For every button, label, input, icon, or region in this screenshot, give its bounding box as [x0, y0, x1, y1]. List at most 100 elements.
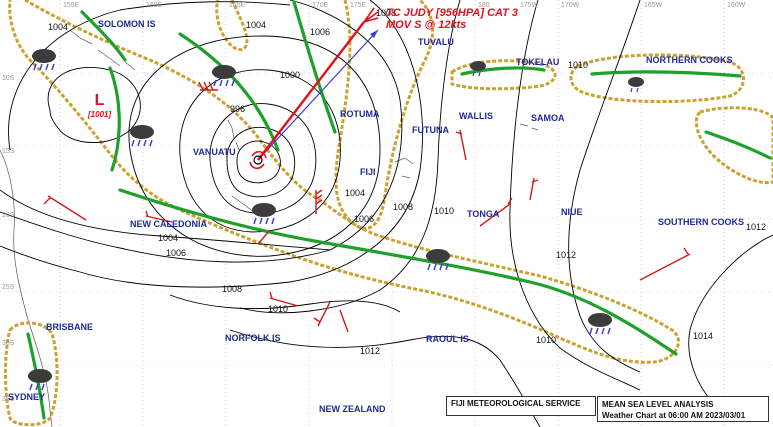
grid-label-lat: 20S — [2, 212, 15, 219]
cyclone-label: TC JUDY [956HPA] CAT 3 MOV S @ 12kts — [386, 7, 518, 31]
isobar-label: 1008 — [393, 202, 414, 212]
place-label: NORFOLK IS — [225, 333, 281, 343]
place-label: WALLIS — [459, 111, 493, 121]
isobar-1010-east — [509, 0, 641, 391]
isobar-label: 1008 — [376, 8, 397, 18]
wind-barb — [313, 301, 331, 327]
isobar-label: 1006 — [166, 248, 187, 258]
wind-barb — [455, 129, 467, 161]
isobar-1010-southwest — [169, 294, 401, 313]
cyclone-name-pressure: TC JUDY [956HPA] CAT 3 — [386, 7, 519, 19]
thunderstorm-icon — [252, 203, 276, 225]
isobar-label: 1012 — [360, 346, 381, 356]
grid-label-lat: 25S — [2, 284, 15, 291]
place-label: SOLOMON IS — [98, 19, 156, 29]
footer-title-line1: MEAN SEA LEVEL ANALYSIS — [602, 400, 714, 409]
isobar-label: 1000 — [280, 70, 301, 80]
isobar-label: 1008 — [222, 284, 243, 294]
place-label: VANUATU — [193, 147, 236, 157]
wind-barb — [339, 309, 349, 333]
wind-barb — [43, 195, 87, 221]
wind-barb — [639, 247, 691, 281]
footer-service: FIJI METEOROLOGICAL SERVICE — [451, 399, 581, 408]
isobar-1000-outer — [209, 103, 317, 214]
isobar-label: 1014 — [693, 331, 714, 341]
trough-west — [108, 66, 121, 172]
convection-areas — [4, 0, 773, 427]
isobar-label: 1004 — [48, 22, 69, 32]
footer-title-line2: Weather Chart at 06:00 AM 2023/03/01 — [602, 411, 746, 420]
wind-barbs — [43, 81, 691, 333]
isobar-1012-east — [568, 0, 641, 373]
isobar-1010-north — [239, 0, 461, 314]
place-label: ROTUMA — [340, 109, 380, 119]
grid-label-lon: 170W — [561, 2, 580, 9]
grid-label-lon: 175W — [520, 2, 539, 9]
trough-northwest — [80, 10, 127, 62]
thunderstorm-icon — [426, 249, 450, 271]
grid-label-lon: 170E — [312, 2, 329, 9]
thunderstorm-icon — [588, 313, 612, 335]
thunderstorm-icon — [212, 65, 236, 87]
place-label: SYDNEY — [8, 392, 46, 402]
wind-barb — [315, 189, 323, 214]
isobar-1000-inner — [226, 126, 296, 198]
wind-barb — [198, 81, 218, 91]
isobar-1008 — [0, 0, 423, 288]
isobar-1012-south — [229, 329, 541, 427]
convection-sydney — [4, 321, 59, 427]
place-label: NIUE — [561, 207, 583, 217]
low-pressure-marker: L [1001] — [88, 92, 111, 119]
wind-barb — [145, 210, 173, 223]
vanuatu-islands — [227, 119, 240, 151]
trough-northern-cooks — [590, 70, 742, 78]
place-label: FUTUNA — [412, 125, 449, 135]
wind-barb — [269, 291, 299, 307]
isobar-label: 1004 — [345, 188, 366, 198]
isobar-1014 — [688, 234, 773, 411]
solomon-islands — [69, 29, 136, 71]
place-label: NEW CALEDONIA — [130, 219, 207, 229]
low-letter: L — [94, 92, 105, 109]
thunderstorm-symbols — [28, 49, 644, 391]
isobar-label: 1010 — [536, 335, 557, 345]
cyclone-track — [257, 7, 379, 161]
place-label: TUVALU — [418, 37, 454, 47]
isobar-label: 996 — [230, 104, 246, 114]
footer-service-box: FIJI METEOROLOGICAL SERVICE — [446, 396, 596, 416]
wind-barb — [257, 229, 271, 245]
land — [0, 29, 539, 427]
convection-northwest — [8, 0, 680, 364]
wind-barb — [529, 177, 539, 201]
thunderstorm-icon — [32, 49, 56, 71]
grid-label-lon: 175E — [350, 2, 367, 9]
isobar-label: 1004 — [246, 20, 267, 30]
place-label: SAMOA — [531, 113, 565, 123]
convection-northern-cooks — [569, 53, 745, 104]
isobar-996 — [236, 140, 281, 184]
isobar-label: 1010 — [568, 60, 589, 70]
convection-top-right — [215, 0, 249, 52]
fiji-islands — [394, 157, 414, 179]
convection-east-edge — [694, 106, 773, 185]
place-label: TONGA — [467, 209, 500, 219]
isobar-1004-ring — [128, 35, 381, 257]
place-label: SOUTHERN COOKS — [658, 217, 745, 227]
grid-label-lon: 160W — [727, 2, 746, 9]
grid-label-lat: 10S — [2, 75, 15, 82]
isobar-1006 — [0, 0, 403, 263]
low-pressure-value: [1001] — [88, 110, 112, 119]
thunderstorm-icon — [28, 369, 52, 391]
isobar-label: 1012 — [556, 250, 577, 260]
place-label: BRISBANE — [46, 322, 94, 332]
grid-label-lon: 165E — [229, 2, 246, 9]
place-label: FIJI — [360, 167, 376, 177]
trough-north — [178, 32, 280, 152]
isobar-label: 1006 — [310, 27, 331, 37]
place-label: TOKELAU — [516, 57, 560, 67]
grid-label-lon: 160E — [146, 2, 163, 9]
cyclone-movement: MOV S @ 12kts — [386, 19, 467, 31]
